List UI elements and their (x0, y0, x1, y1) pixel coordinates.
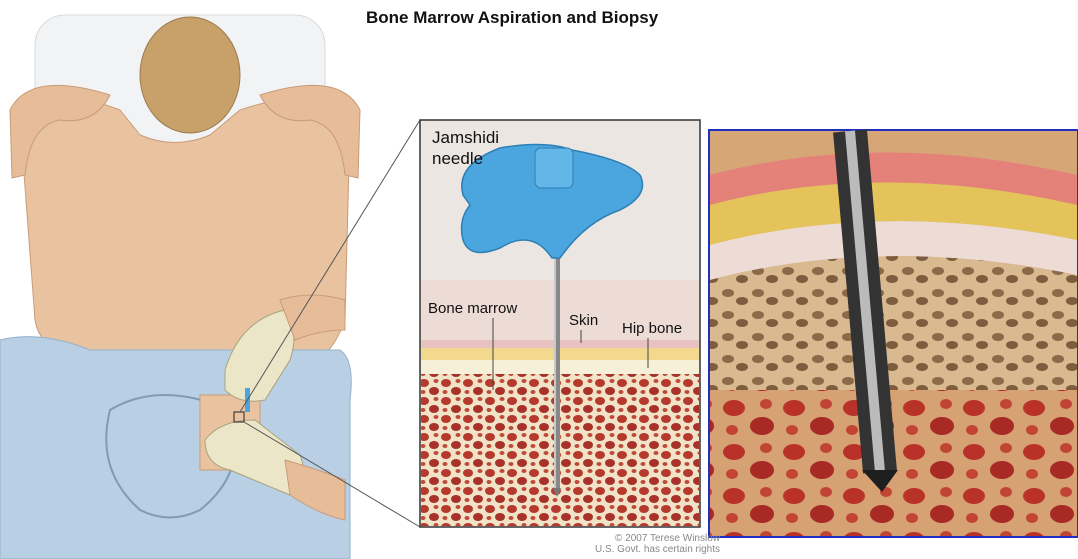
needle-cap (535, 148, 573, 188)
sheet (0, 337, 351, 559)
patient-figure (0, 15, 360, 559)
label-skin: Skin (569, 312, 598, 329)
label-jamshidi-needle-line2: needle (432, 149, 483, 169)
credit-line2: U.S. Govt. has certain rights (535, 544, 720, 555)
head (140, 17, 240, 133)
label-jamshidi-needle-line1: Jamshidi (432, 128, 499, 148)
diagram-title: Bone Marrow Aspiration and Biopsy (366, 8, 658, 28)
credit-line1: © 2007 Terese Winslow (535, 533, 720, 544)
zoom-spongy-bone (710, 256, 1077, 390)
copyright-credit: © 2007 Terese Winslow U.S. Govt. has cer… (535, 533, 720, 555)
zoom-panel (709, 130, 1078, 537)
label-bone-marrow: Bone marrow (428, 300, 517, 317)
label-hip-bone: Hip bone (622, 320, 682, 337)
